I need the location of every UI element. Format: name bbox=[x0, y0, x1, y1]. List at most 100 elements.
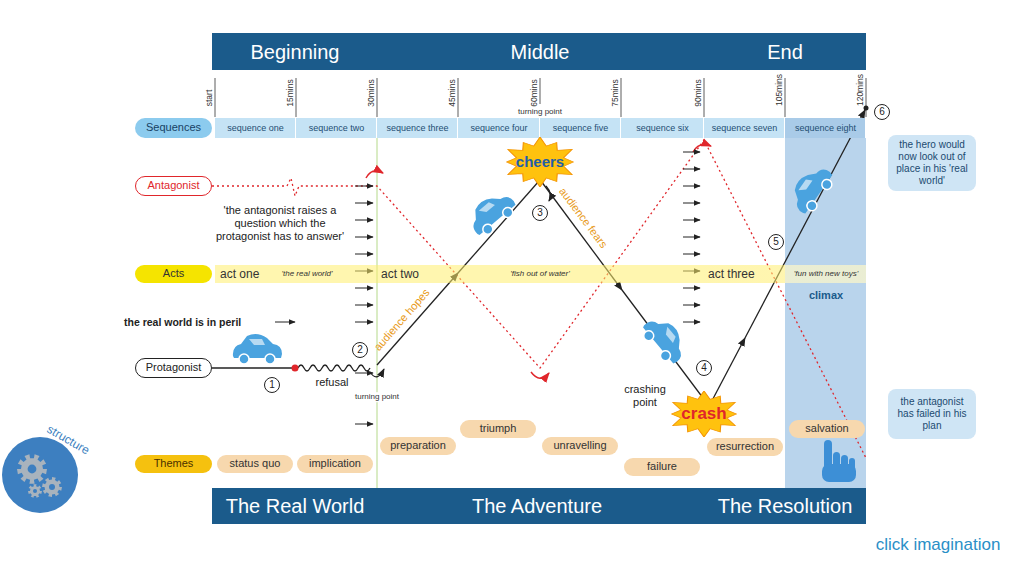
node-text: sequence three bbox=[386, 123, 448, 134]
callout-number: 6 bbox=[874, 104, 890, 120]
story-note: 'the antagonist raises a question which … bbox=[210, 204, 350, 244]
time-arrow bbox=[355, 186, 373, 187]
time-arrow bbox=[275, 322, 295, 323]
band-text: The Real World bbox=[226, 494, 365, 518]
sequence-cell: sequence one bbox=[215, 118, 296, 138]
theme-pill: triumph bbox=[460, 420, 536, 438]
tick-line bbox=[377, 78, 378, 117]
sequence-cell: sequence five bbox=[540, 118, 621, 138]
end-dot bbox=[864, 106, 869, 111]
time-arrow bbox=[355, 373, 373, 374]
band-text: act two bbox=[381, 267, 419, 281]
tick-line bbox=[296, 78, 297, 117]
act-band: act three'fun with new toys' bbox=[704, 265, 866, 283]
callout-number: 3 bbox=[532, 205, 548, 221]
rise-line bbox=[458, 181, 539, 273]
time-arrow bbox=[355, 220, 373, 221]
gear-hole bbox=[28, 465, 37, 474]
node-text: preparation bbox=[390, 439, 446, 452]
cheers-burst: cheers bbox=[503, 137, 577, 187]
time-arrow bbox=[683, 169, 700, 170]
time-tick: 90mins bbox=[693, 79, 703, 106]
band-text: act three bbox=[708, 267, 755, 281]
time-tick: 120mins bbox=[855, 74, 865, 106]
time-arrow bbox=[683, 152, 700, 153]
time-arrow bbox=[683, 237, 700, 238]
tick-line bbox=[785, 78, 786, 117]
fall-line bbox=[622, 290, 703, 398]
gear bbox=[42, 477, 62, 497]
node-text: sequence eight bbox=[795, 123, 856, 134]
gear bbox=[28, 484, 42, 498]
start-dot bbox=[292, 365, 299, 372]
turn-arrow bbox=[531, 372, 549, 378]
crash-burst: crash bbox=[668, 391, 740, 437]
climax-label: climax bbox=[809, 289, 843, 302]
band-text: The Adventure bbox=[472, 494, 602, 518]
theme-pill: unravelling bbox=[542, 437, 618, 455]
crashing-point-note: crashing point bbox=[619, 383, 671, 409]
pointing-hand bbox=[822, 440, 856, 482]
row-label: Protagonist bbox=[135, 358, 212, 378]
act-band: act two 'fish out of water' bbox=[377, 265, 704, 283]
node-text: sequence two bbox=[309, 123, 365, 134]
band-text: act one bbox=[220, 267, 259, 281]
time-arrow bbox=[683, 203, 700, 204]
tick-line bbox=[215, 78, 216, 117]
sequence-cell: sequence two bbox=[296, 118, 377, 138]
turn-arrow bbox=[366, 171, 383, 178]
band-text: Beginning bbox=[251, 40, 340, 64]
climax-column bbox=[785, 138, 866, 488]
node-text: Themes bbox=[154, 457, 194, 470]
turning-point-note: turning point bbox=[353, 392, 401, 402]
gear-hole bbox=[49, 484, 55, 490]
node-text: sequence five bbox=[553, 123, 609, 134]
gear-icon bbox=[2, 437, 78, 513]
time-tick: 15mins bbox=[285, 79, 295, 106]
time-arrow bbox=[355, 237, 373, 238]
gear bbox=[17, 454, 47, 484]
band-text: End bbox=[767, 40, 803, 64]
tick-line bbox=[540, 78, 541, 104]
callout-number: 4 bbox=[696, 360, 712, 376]
tick-line bbox=[621, 78, 622, 117]
theme-pill: salvation bbox=[789, 420, 865, 438]
car-icon bbox=[785, 160, 838, 217]
sequence-cell: sequence eight bbox=[785, 118, 866, 138]
band-text: 'fish out of water' bbox=[510, 269, 570, 279]
time-arrow bbox=[683, 186, 700, 187]
node-text: sequence one bbox=[227, 123, 284, 134]
theme-pill: implication bbox=[297, 455, 373, 473]
rise-line bbox=[745, 110, 865, 338]
status-quo-line bbox=[212, 367, 292, 368]
time-arrow bbox=[683, 220, 700, 221]
watermark: click imagination bbox=[876, 535, 1001, 555]
structure-icon: structure bbox=[2, 437, 78, 513]
antagonist-path bbox=[212, 140, 866, 458]
act-divider bbox=[377, 138, 378, 488]
time-ticks bbox=[215, 78, 866, 117]
section-bar: Beginning Middle End bbox=[212, 33, 866, 70]
band-text: Middle bbox=[511, 40, 570, 64]
section-bar: The Real WorldThe AdventureThe Resolutio… bbox=[212, 488, 866, 524]
node-text: sequence seven bbox=[712, 123, 778, 134]
rise-line bbox=[377, 273, 458, 365]
node-text: status quo bbox=[230, 457, 281, 470]
time-arrow bbox=[355, 424, 373, 425]
car-icon bbox=[233, 334, 282, 364]
car-icon bbox=[463, 186, 520, 241]
turn-arrow bbox=[693, 144, 711, 152]
time-arrow bbox=[683, 288, 700, 289]
node-text: salvation bbox=[805, 422, 848, 435]
node-text: Acts bbox=[163, 267, 184, 280]
refusal-wave bbox=[298, 365, 370, 371]
callout-number: 2 bbox=[352, 342, 368, 358]
callout-number: 5 bbox=[768, 234, 784, 250]
car-icon bbox=[638, 311, 693, 368]
time-arrow bbox=[355, 254, 373, 255]
starburst-outline bbox=[672, 391, 737, 437]
time-arrow bbox=[683, 254, 700, 255]
row-label: Sequences bbox=[135, 118, 212, 138]
sequence-cell: sequence three bbox=[377, 118, 458, 138]
